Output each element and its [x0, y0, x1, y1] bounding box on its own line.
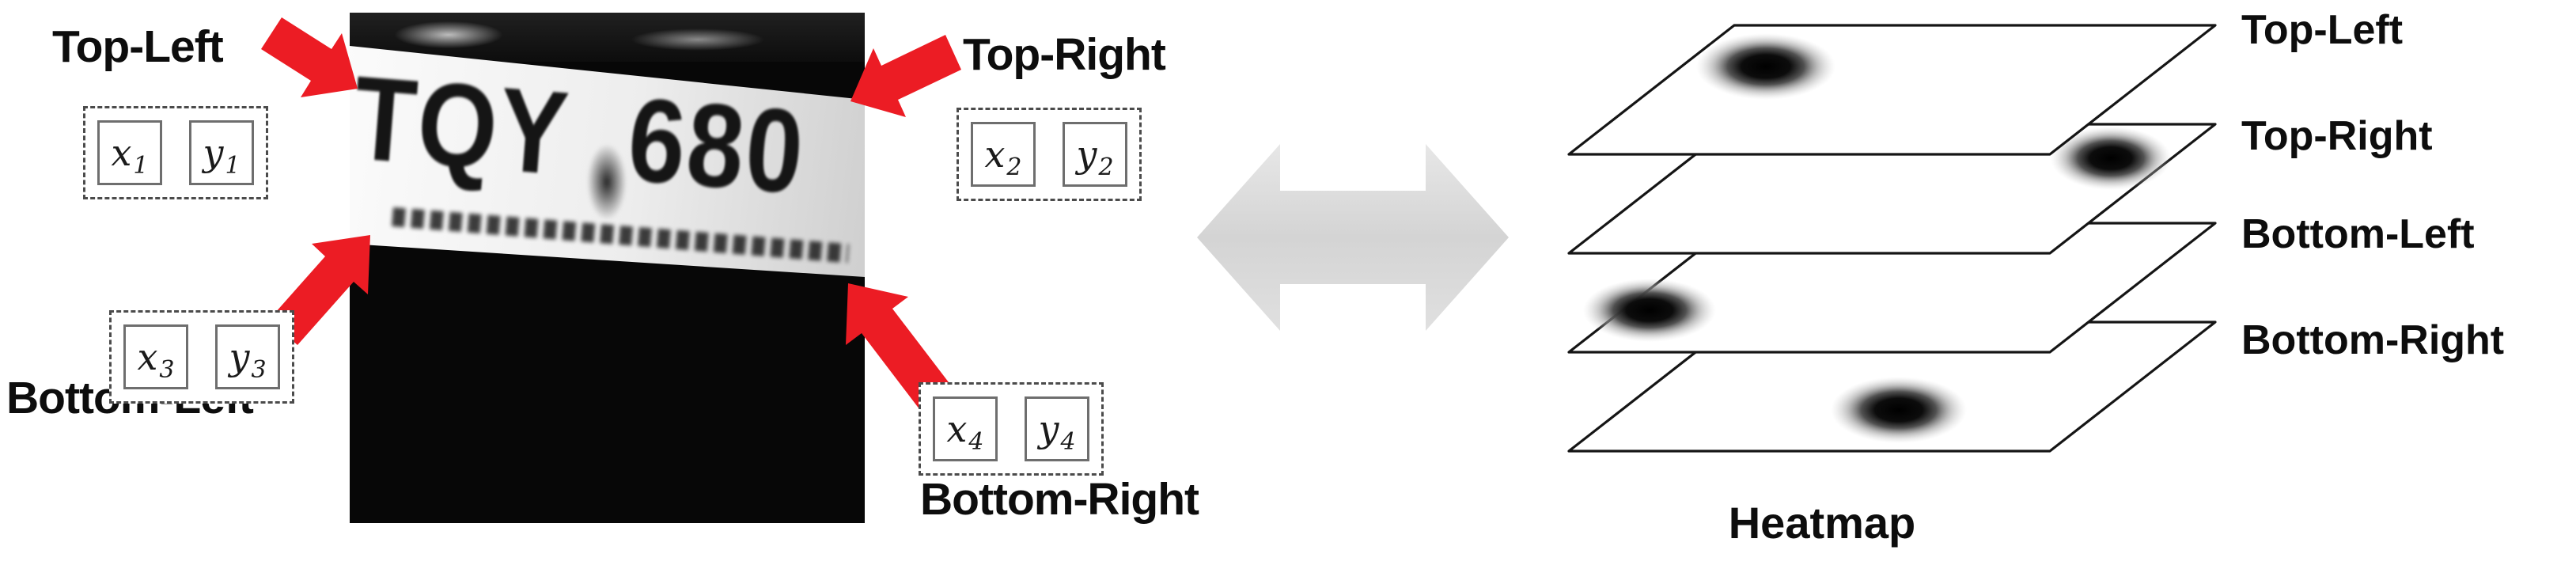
x1-label: x1 [111, 131, 149, 180]
heatmap-layer-label-bottom-right: Bottom-Right [2241, 317, 2505, 363]
coord-box-top-right: x2 y2 [957, 108, 1142, 201]
heatmap-blob-top-right [2051, 127, 2171, 190]
coord-box-bottom-right: x4 y4 [919, 382, 1104, 476]
y1-label: y1 [203, 131, 241, 180]
corner-label-top-right: Top-Right [963, 29, 1166, 80]
x4-box: x4 [933, 396, 998, 461]
heatmap-layer-label-top-left: Top-Left [2241, 7, 2404, 53]
photo-top-band [350, 13, 865, 62]
heatmap-blob-bottom-left [1583, 279, 1716, 342]
y4-label: y4 [1038, 408, 1076, 457]
heatmap-caption: Heatmap [1728, 498, 1916, 548]
corner-label-bottom-right: Bottom-Right [920, 474, 1199, 525]
red-arrow-top-right [850, 35, 961, 117]
y2-box: y2 [1063, 122, 1127, 187]
red-arrow-bottom-left [269, 235, 370, 345]
coord-box-top-left: x1 y1 [83, 106, 268, 199]
x3-label: x3 [137, 336, 175, 385]
x1-box: x1 [97, 120, 162, 185]
x3-box: x3 [123, 324, 188, 389]
double-arrow-icon [1197, 144, 1509, 331]
y3-label: y3 [229, 336, 267, 385]
x2-box: x2 [971, 122, 1036, 187]
y1-box: y1 [189, 120, 254, 185]
coord-box-bottom-left: x3 y3 [109, 310, 294, 404]
x2-label: x2 [984, 133, 1022, 182]
corner-label-top-left: Top-Left [52, 21, 224, 72]
y4-box: y4 [1025, 396, 1089, 461]
heatmap-layer-label-bottom-left: Bottom-Left [2241, 211, 2475, 257]
plate-emblem-mark [587, 144, 627, 220]
red-arrow-top-left [261, 17, 358, 97]
x4-label: x4 [946, 408, 984, 457]
license-plate-photo: TQY 680 [350, 13, 865, 523]
heatmap-blob-bottom-right [1831, 377, 1967, 443]
heatmap-blob-top-left [1696, 33, 1835, 100]
y2-label: y2 [1076, 133, 1114, 182]
heatmap-layer-label-top-right: Top-Right [2241, 113, 2433, 159]
y3-box: y3 [215, 324, 280, 389]
